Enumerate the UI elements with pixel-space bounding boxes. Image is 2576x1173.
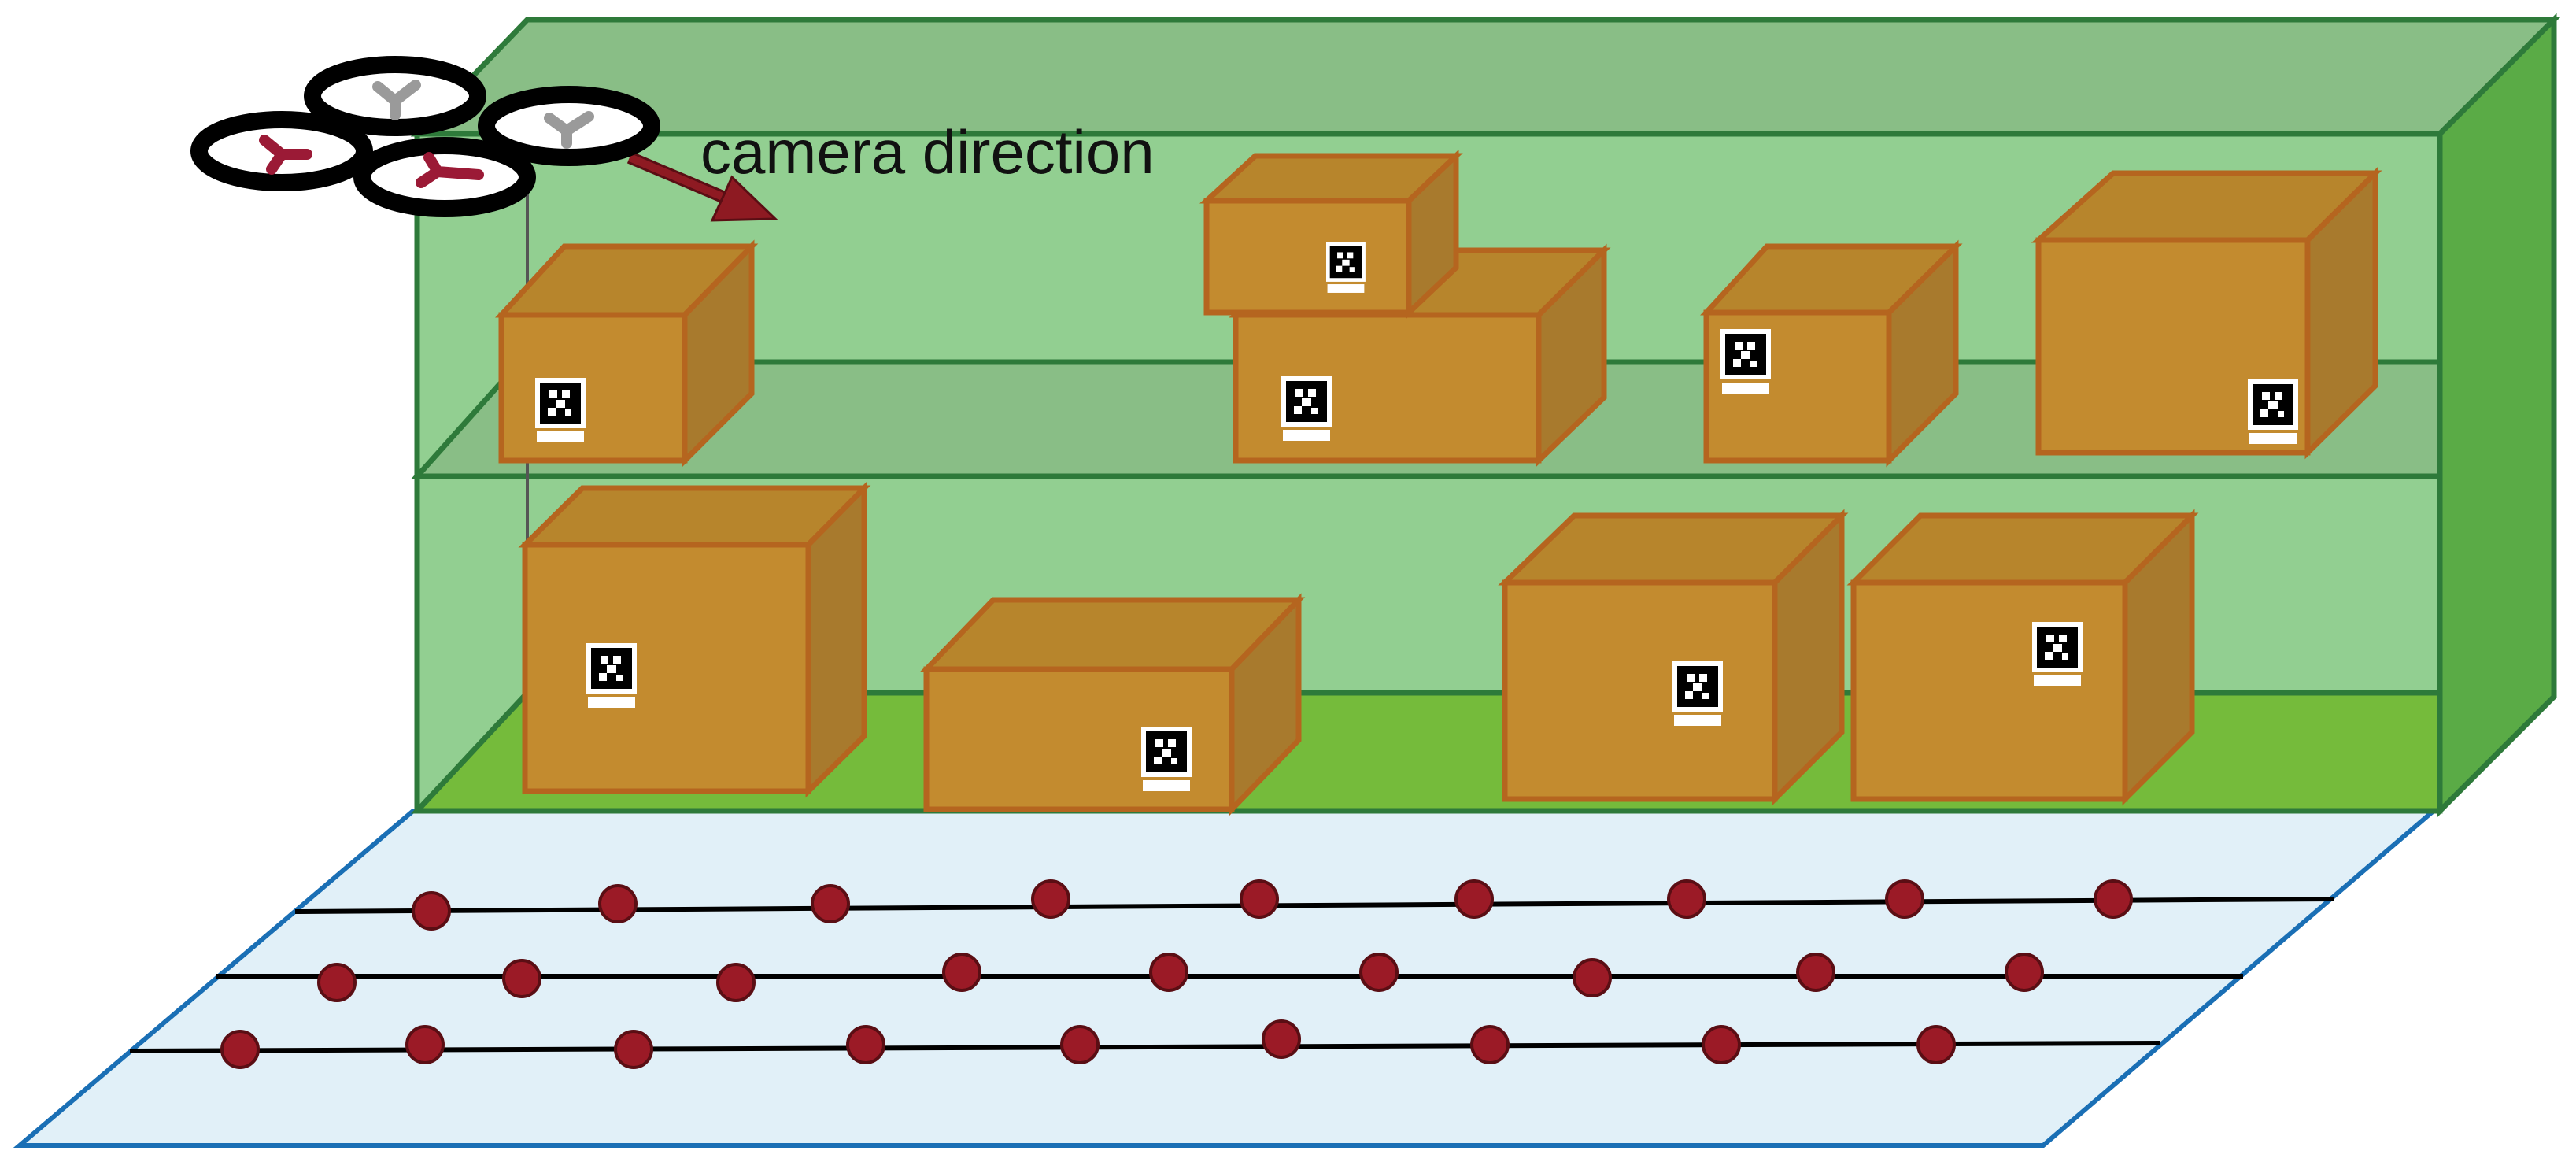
box: [2031, 166, 2382, 460]
rotor-back: [304, 56, 486, 136]
waypoint-dot-icon: [1573, 958, 1612, 997]
waypoint-dot-icon: [1359, 953, 1399, 992]
waypoint-dot-icon: [317, 963, 357, 1002]
box-front-face: [1850, 579, 2128, 802]
waypoint-dot-icon: [1702, 1025, 1741, 1064]
waypoint-dot-icon: [942, 953, 981, 992]
waypoint-dot-icon: [716, 963, 756, 1002]
box-front-face: [1233, 312, 1542, 464]
waypoint-dot-icon: [846, 1025, 885, 1064]
box: [518, 481, 871, 798]
aruco-marker-icon: [586, 643, 637, 708]
box: [495, 239, 759, 468]
waypoint-dot-icon: [2005, 953, 2044, 992]
box: [1700, 239, 1963, 468]
waypoint-dot-icon: [502, 959, 541, 998]
box: [1229, 243, 1611, 468]
box: [1498, 509, 1849, 806]
aruco-marker-icon: [2032, 622, 2083, 686]
box-front-face: [522, 542, 811, 794]
box-side-face: [805, 481, 867, 798]
box: [919, 593, 1306, 816]
waypoint-dot-icon: [1885, 879, 1924, 919]
waypoint-dot-icon: [614, 1030, 653, 1069]
waypoint-dot-icon: [1470, 1025, 1510, 1064]
box-front-face: [498, 312, 688, 464]
camera-direction-label: camera direction: [700, 117, 1155, 187]
aruco-marker-icon: [1281, 376, 1332, 441]
waypoint-dot-icon: [1149, 953, 1188, 992]
rotor-right: [478, 86, 660, 166]
waypoint-dot-icon: [405, 1025, 445, 1064]
waypoint-dot-icon: [2094, 879, 2133, 919]
floor-plane: [13, 809, 2441, 1148]
waypoint-path-row-3: [129, 1041, 2161, 1053]
waypoint-dot-icon: [1060, 1025, 1100, 1064]
aruco-marker-icon: [1326, 242, 1366, 293]
waypoint-dot-icon: [220, 1030, 260, 1069]
drone-icon: [190, 56, 660, 217]
rotor-front: [353, 137, 536, 217]
waypoint-dot-icon: [1796, 953, 1835, 992]
aruco-marker-icon: [1672, 661, 1723, 726]
box-front-face: [1203, 198, 1412, 316]
waypoint-dot-icon: [1031, 879, 1070, 919]
aruco-marker-icon: [1720, 329, 1771, 394]
aruco-marker-icon: [2248, 379, 2298, 444]
waypoint-dot-icon: [811, 884, 850, 923]
box: [1846, 509, 2199, 806]
waypoint-dot-icon: [598, 884, 638, 923]
box: [1199, 149, 1463, 320]
camera-direction-arrow-icon: [626, 151, 778, 222]
waypoints: [220, 879, 2133, 1069]
waypoint-dot-icon: [1262, 1019, 1301, 1059]
aruco-marker-icon: [1141, 727, 1192, 791]
boxes: [495, 149, 2382, 816]
waypoint-dot-icon: [1667, 879, 1706, 919]
waypoint-dot-icon: [1240, 879, 1279, 919]
aruco-marker-icon: [535, 378, 586, 442]
box-front-face: [1502, 579, 1778, 802]
shelf-side-panel: [2437, 13, 2557, 818]
waypoint-dot-icon: [1454, 879, 1494, 919]
waypoint-dot-icon: [1916, 1025, 1956, 1064]
waypoint-dot-icon: [412, 891, 451, 931]
rotor-left: [190, 111, 373, 191]
